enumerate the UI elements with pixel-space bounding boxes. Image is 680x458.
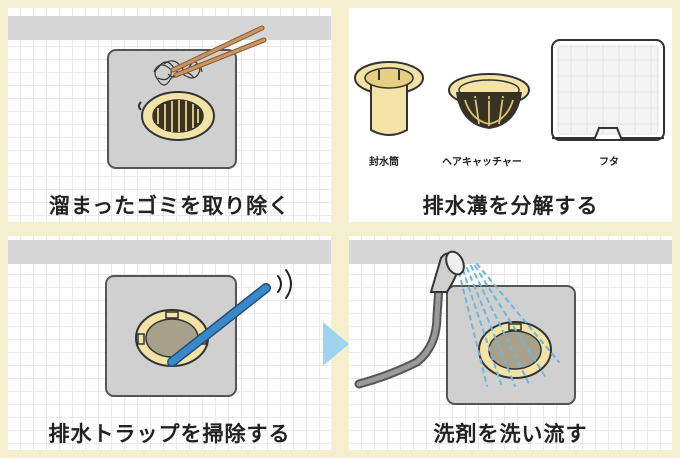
- step3-illustration: [8, 236, 331, 450]
- step-panel-3: 排水トラップを掃除する: [8, 236, 331, 450]
- chopsticks-icon: [170, 25, 267, 78]
- part-label-cylinder: 封水筒: [369, 157, 399, 168]
- hair-catcher-icon: [448, 73, 530, 130]
- step-panel-4: 洗剤を洗い流す: [349, 236, 672, 450]
- step1-illustration: [8, 8, 331, 222]
- drain-cover-icon: [551, 39, 665, 141]
- step-panel-1: 溜まったゴミを取り除く: [8, 8, 331, 222]
- part-label-hair-catcher: ヘアキャッチャー: [442, 157, 522, 168]
- step3-caption: 排水トラップを掃除する: [48, 422, 291, 446]
- drain-trap: [478, 321, 552, 379]
- hair-catcher-icon: [138, 91, 215, 141]
- step4-illustration: [349, 236, 672, 450]
- step4-caption: 洗剤を洗い流す: [433, 422, 588, 446]
- brush-icon: [167, 283, 271, 367]
- vibration-icon: [277, 269, 292, 299]
- step2-illustration: [354, 39, 665, 141]
- drain-cylinder-icon: [354, 61, 424, 136]
- next-arrow-icon: [323, 322, 349, 366]
- shower-head-icon: [354, 250, 465, 389]
- wall-strip: [8, 240, 331, 264]
- water-spray-icon: [458, 263, 560, 387]
- step-panel-2: 封水筒 ヘアキャッチャー フタ 排水溝を分解する: [349, 8, 672, 222]
- part-label-cover: フタ: [599, 157, 619, 168]
- wall-strip: [349, 240, 672, 264]
- wall-strip: [8, 16, 331, 40]
- step1-caption: 溜まったゴミを取り除く: [48, 194, 291, 218]
- step2-caption: 排水溝を分解する: [422, 194, 599, 218]
